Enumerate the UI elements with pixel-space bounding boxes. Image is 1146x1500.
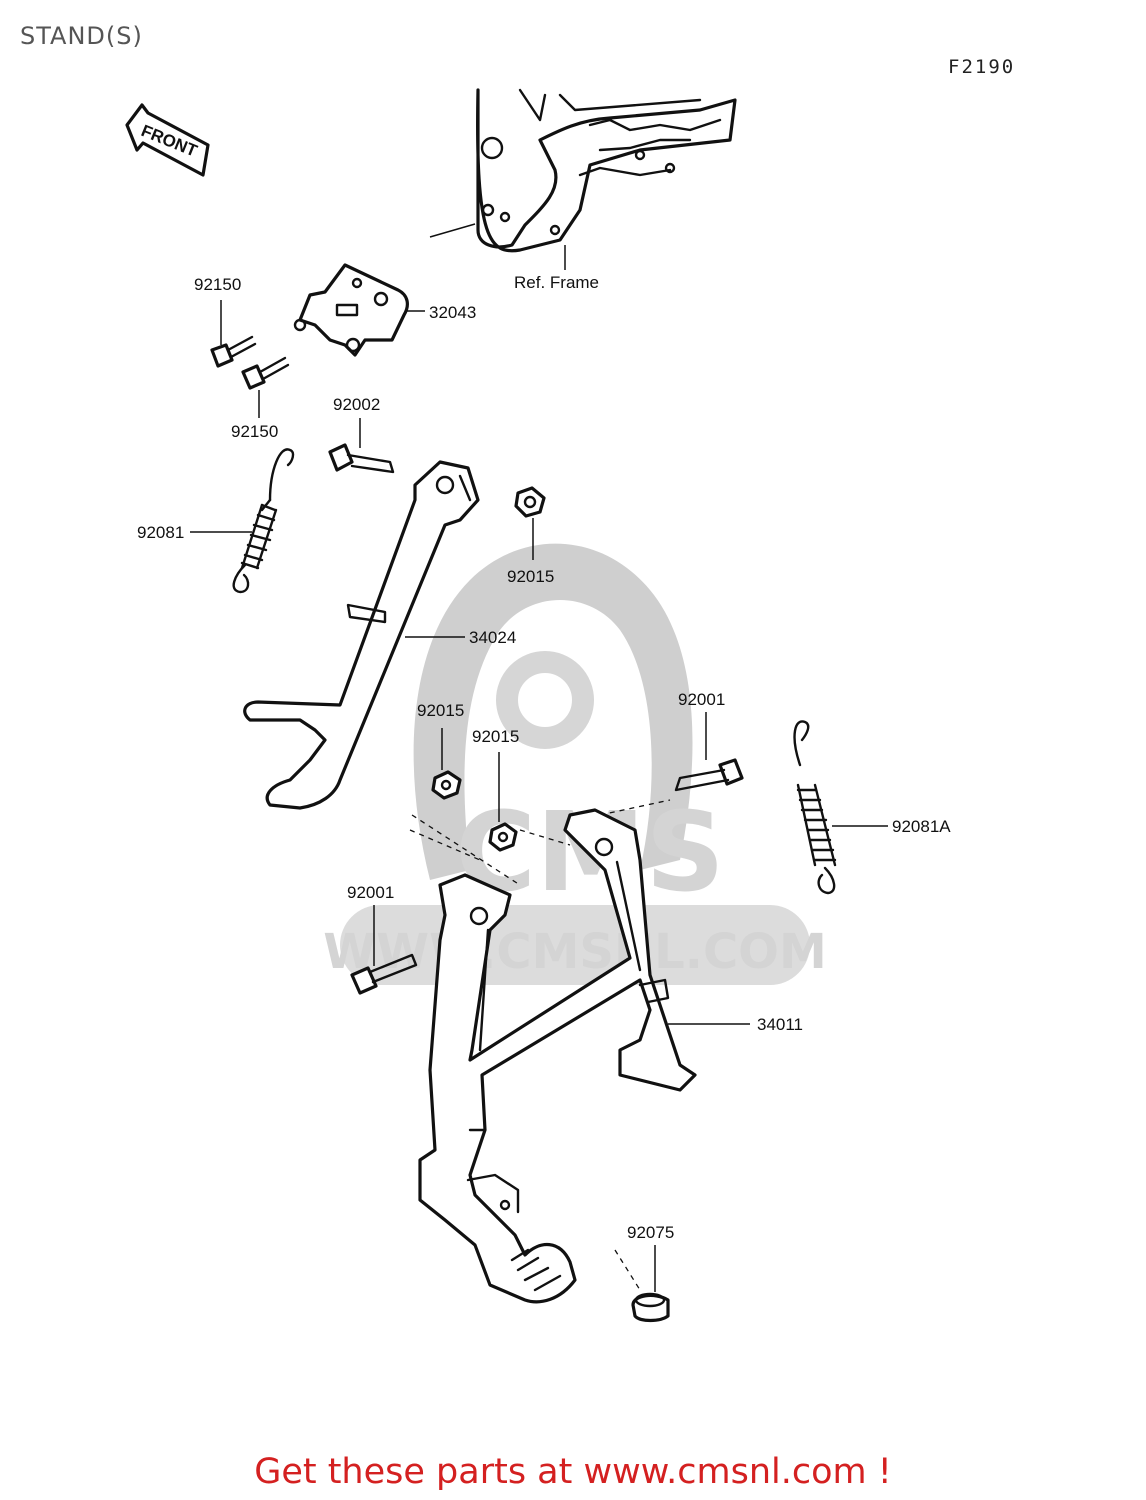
bolt-92002 (328, 418, 395, 474)
assembly-line-3 (519, 829, 571, 846)
part-label-32043: 32043 (429, 303, 476, 322)
part-label-92075: 92075 (627, 1223, 674, 1242)
bolt-92001-a (674, 712, 744, 792)
bolt-92150-a (210, 300, 257, 368)
ref-frame-label: Ref. Frame (514, 273, 599, 292)
spring-92081A (793, 720, 888, 895)
nut-92015-c (488, 752, 518, 852)
part-label-34011: 34011 (757, 1015, 803, 1034)
part-label-34024: 34024 (469, 628, 516, 647)
watermark-url: WWW.CMSNL.COM (323, 924, 827, 980)
assembly-line-1 (411, 814, 521, 886)
part-label-92081: 92081 (137, 523, 184, 542)
part-label-92002: 92002 (333, 395, 380, 414)
part-label-92015-c: 92015 (472, 727, 519, 746)
bolt-92150-b (241, 356, 290, 418)
part-label-92150-b: 92150 (231, 422, 278, 441)
part-label-92001-b: 92001 (347, 883, 394, 902)
frame-reference: Ref. Frame (429, 88, 737, 292)
bracket-32043 (293, 263, 425, 357)
page-title: STAND(S) (20, 22, 143, 50)
nut-92015-b (431, 728, 462, 800)
assembly-line-2 (409, 829, 481, 861)
drawing-code: F2190 (948, 56, 1016, 78)
promo-link[interactable]: Get these parts at www.cmsnl.com ! (254, 1452, 892, 1492)
bolt-92001-b (350, 905, 418, 995)
front-arrow-icon: FRONT (125, 103, 210, 177)
assembly-line-4 (599, 799, 671, 816)
spring-92081 (190, 448, 295, 594)
part-label-92081A: 92081A (892, 817, 951, 836)
rubber-92075 (614, 1245, 670, 1323)
part-label-92150-a: 92150 (194, 275, 241, 294)
center-stand-34011 (418, 808, 750, 1304)
part-label-92015-a: 92015 (507, 567, 554, 586)
side-stand-34024 (243, 460, 480, 810)
part-label-92001-a: 92001 (678, 690, 725, 709)
nut-92015-a (514, 486, 546, 560)
part-label-92015-b: 92015 (417, 701, 464, 720)
